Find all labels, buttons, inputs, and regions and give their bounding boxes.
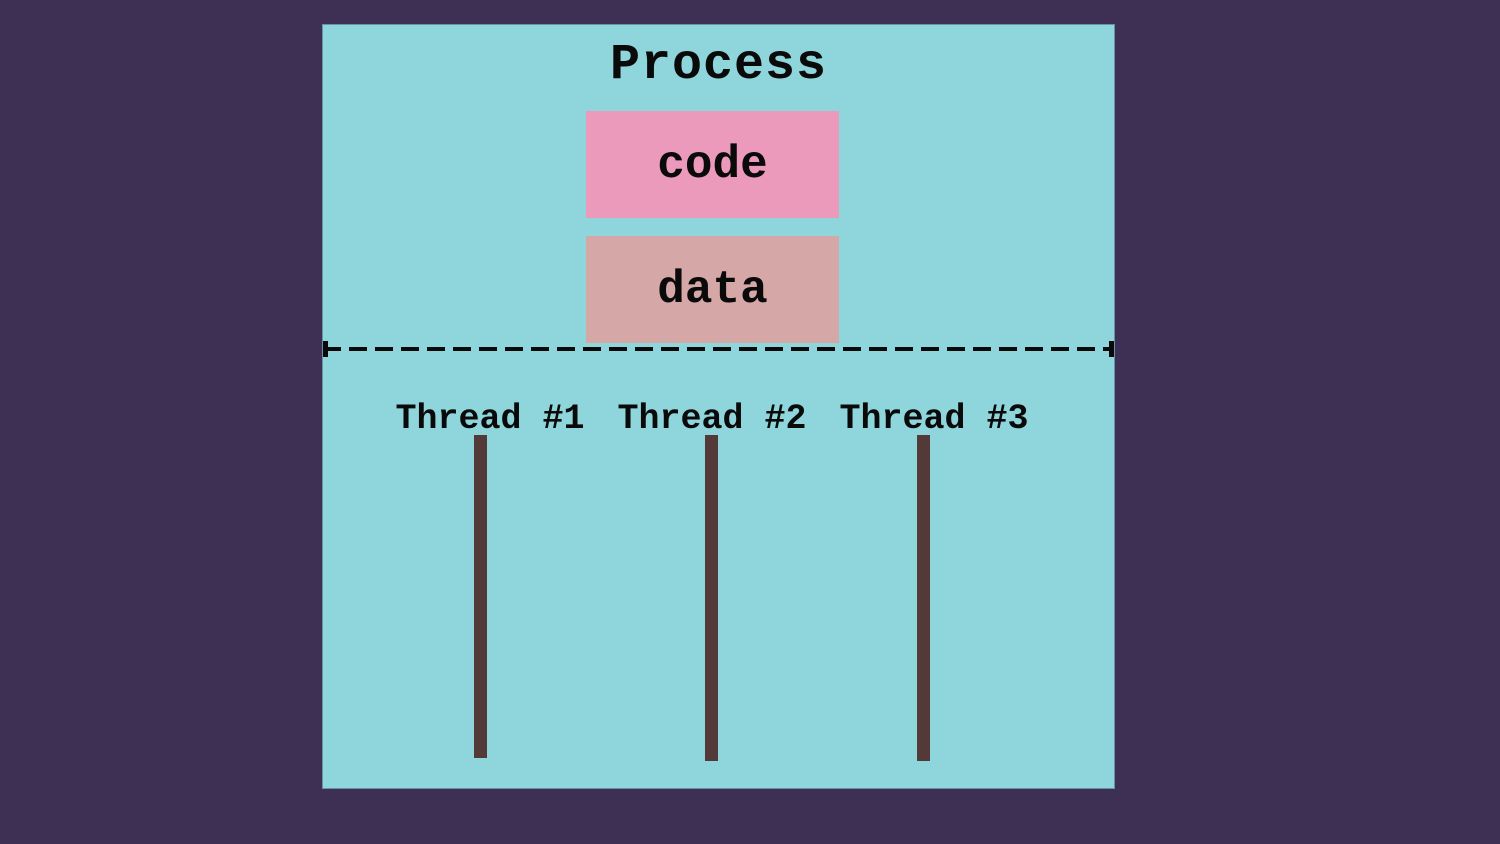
- thread-2-label: Thread #2: [617, 399, 807, 439]
- thread-1-label: Thread #1: [395, 399, 585, 439]
- thread-2-line: [705, 435, 718, 761]
- data-block-label: data: [657, 263, 768, 316]
- process-box: Process code data Thread #1 Thread #2 Th…: [322, 24, 1115, 789]
- data-block: data: [586, 236, 839, 343]
- thread-3-label: Thread #3: [839, 399, 1029, 439]
- process-title: Process: [609, 37, 828, 94]
- thread-1-line: [474, 435, 487, 758]
- thread-3-line: [917, 435, 930, 761]
- process-thread-divider: [323, 341, 1114, 357]
- code-block-label: code: [657, 138, 768, 191]
- code-block: code: [586, 111, 839, 218]
